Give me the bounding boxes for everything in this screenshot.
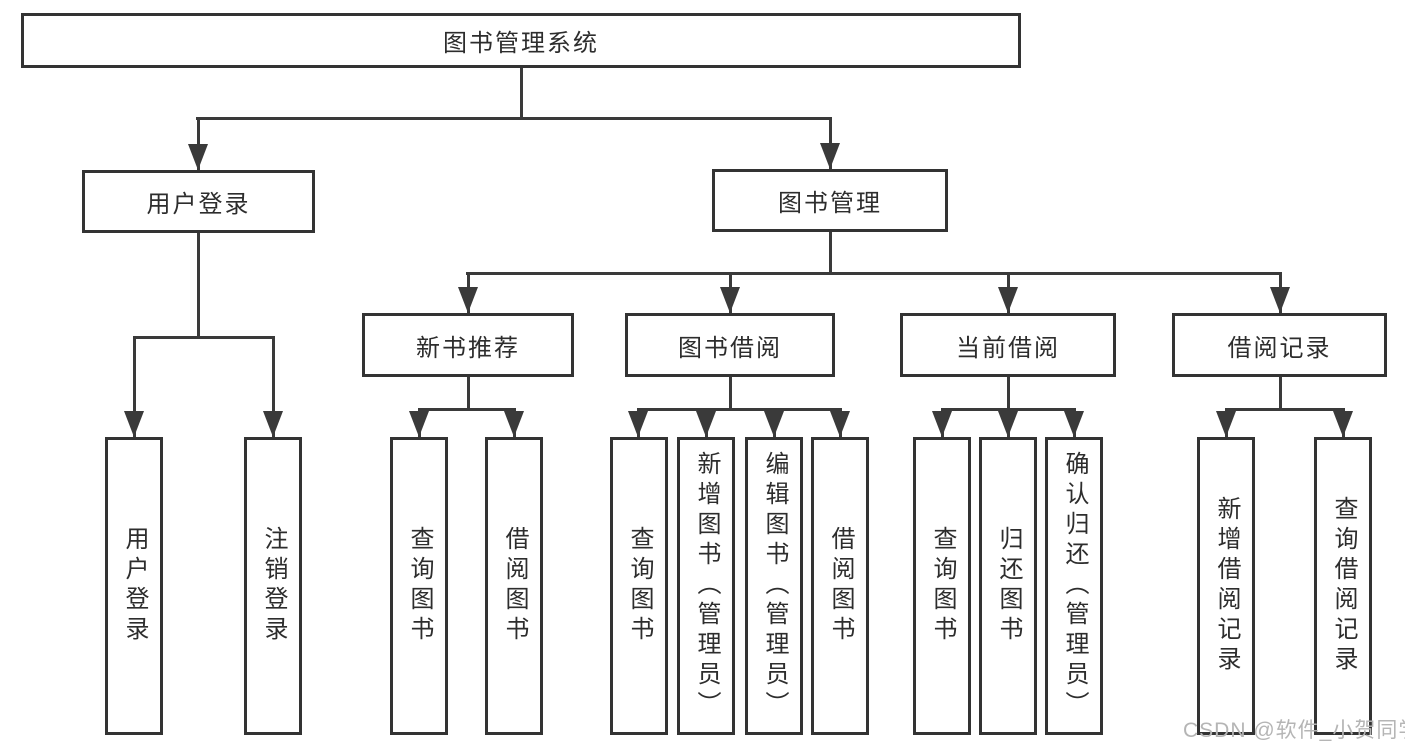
node-label: 当前借阅: [956, 334, 1060, 362]
arrowhead-down-icon: [1333, 411, 1353, 437]
leaf-return-book: 归还图书: [979, 437, 1037, 735]
leaf-edit-book-admin: 编辑图书（管理员）: [745, 437, 803, 735]
leaf-label: 查询借阅记录: [1330, 496, 1357, 676]
leaf-query-books-borrowing: 查询图书: [610, 437, 668, 735]
arrowhead-down-icon: [263, 411, 283, 437]
node-label: 借阅记录: [1227, 334, 1332, 362]
connector-hline: [1225, 408, 1344, 411]
leaf-label: 借阅图书: [827, 526, 854, 646]
leaf-label: 编辑图书（管理员）: [761, 451, 788, 721]
connector-vline: [729, 377, 732, 408]
connector-vline: [520, 68, 523, 119]
arrowhead-down-icon: [628, 411, 648, 437]
leaf-label: 查询图书: [929, 526, 956, 646]
arrowhead-down-icon: [504, 411, 524, 437]
leaf-query-books-recommend: 查询图书: [390, 437, 448, 735]
arrowhead-down-icon: [820, 143, 840, 169]
arrowhead-down-icon: [124, 411, 144, 437]
arrowhead-down-icon: [409, 411, 429, 437]
node-label: 图书管理: [778, 190, 882, 217]
node-label: 图书借阅: [678, 334, 782, 362]
arrowhead-down-icon: [998, 287, 1018, 313]
node-label: 用户登录: [146, 191, 251, 218]
arrowhead-down-icon: [696, 411, 716, 437]
connector-vline: [197, 233, 200, 336]
leaf-label: 查询图书: [626, 526, 653, 646]
leaf-borrow-books-recommend: 借阅图书: [485, 437, 543, 735]
node-label: 图书管理系统: [443, 30, 599, 57]
leaf-label: 注销登录: [260, 526, 287, 646]
arrowhead-down-icon: [458, 287, 478, 313]
connector-vline: [272, 336, 275, 437]
leaf-label: 借阅图书: [501, 526, 528, 646]
arrowhead-down-icon: [764, 411, 784, 437]
connector-hline: [637, 408, 841, 411]
connector-vline: [1279, 377, 1282, 408]
leaf-add-book-admin: 新增图书（管理员）: [677, 437, 735, 735]
csdn-watermark: CSDN @软件_小贺同学: [1183, 719, 1405, 742]
leaf-label: 确认归还（管理员）: [1061, 451, 1088, 721]
leaf-borrow-books-borrowing: 借阅图书: [811, 437, 869, 735]
arrowhead-down-icon: [1270, 287, 1290, 313]
leaf-query-books-current: 查询图书: [913, 437, 971, 735]
connector-hline: [466, 272, 1281, 275]
connector-vline: [197, 117, 200, 170]
leaf-label: 查询图书: [406, 526, 433, 646]
leaf-label: 新增图书（管理员）: [693, 451, 720, 721]
connector-vline: [829, 232, 832, 272]
arrowhead-down-icon: [998, 411, 1018, 437]
arrowhead-down-icon: [188, 144, 208, 170]
node-book-borrowing: 图书借阅: [625, 313, 835, 377]
leaf-label: 用户登录: [121, 526, 148, 646]
node-current-borrowing: 当前借阅: [900, 313, 1116, 377]
connector-vline: [133, 336, 136, 437]
node-borrowing-records: 借阅记录: [1172, 313, 1387, 377]
arrowhead-down-icon: [1216, 411, 1236, 437]
node-book-management: 图书管理: [712, 169, 948, 232]
node-library-management-system: 图书管理系统: [21, 13, 1021, 68]
arrowhead-down-icon: [830, 411, 850, 437]
arrowhead-down-icon: [1064, 411, 1084, 437]
arrowhead-down-icon: [720, 287, 740, 313]
leaf-label: 新增借阅记录: [1213, 496, 1240, 676]
arrowhead-down-icon: [932, 411, 952, 437]
connector-hline: [418, 408, 516, 411]
node-label: 新书推荐: [416, 334, 520, 362]
connector-vline: [1007, 377, 1010, 408]
leaf-query-borrow-record: 查询借阅记录: [1314, 437, 1372, 735]
node-user-login: 用户登录: [82, 170, 315, 233]
leaf-label: 归还图书: [995, 526, 1022, 646]
leaf-add-borrow-record: 新增借阅记录: [1197, 437, 1255, 735]
connector-vline: [467, 377, 470, 408]
connector-hline: [196, 117, 832, 120]
leaf-user-login: 用户登录: [105, 437, 163, 735]
node-new-book-recommendation: 新书推荐: [362, 313, 574, 377]
leaf-confirm-return-admin: 确认归还（管理员）: [1045, 437, 1103, 735]
connector-hline: [133, 336, 274, 339]
leaf-logout: 注销登录: [244, 437, 302, 735]
